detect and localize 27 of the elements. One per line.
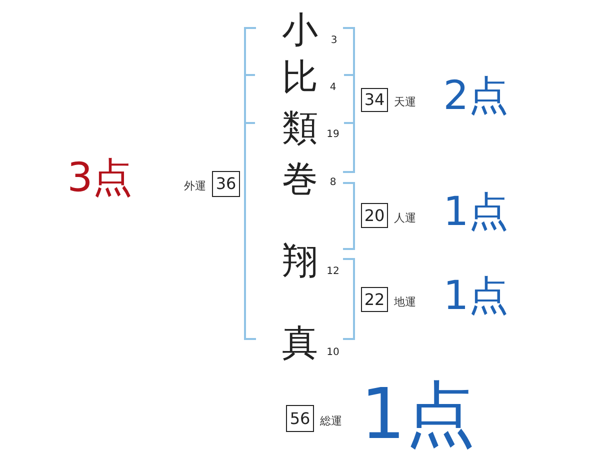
score-text: 1点: [443, 192, 509, 232]
stroke-count: 12: [326, 267, 340, 277]
name-character: 比: [282, 60, 318, 96]
stroke-count: 19: [326, 130, 340, 140]
name-character: 巻: [282, 162, 318, 198]
score-text: 2点: [443, 76, 509, 116]
stroke-count: 4: [330, 83, 336, 93]
score-text: 1点: [443, 276, 509, 316]
fortune-label: 外運: [184, 180, 206, 192]
number-box: 36: [212, 171, 240, 197]
stroke-count: 3: [330, 36, 338, 46]
name-character: 真: [282, 326, 318, 362]
fortune-label: 天運: [394, 96, 416, 108]
fortune-label: 地運: [394, 296, 416, 308]
number-box: 22: [361, 287, 388, 312]
name-character: 類: [282, 111, 318, 147]
name-character: 翔: [282, 244, 318, 280]
stroke-count: 8: [330, 178, 336, 188]
fortune-label: 人運: [394, 212, 416, 224]
stroke-count: 10: [326, 348, 340, 358]
name-character: 小: [282, 13, 318, 49]
fortune-label: 総運: [320, 416, 342, 426]
score-text: 1点: [360, 379, 476, 449]
number-box: 56: [286, 405, 314, 432]
score-text: 3点: [67, 158, 133, 198]
number-box: 34: [361, 88, 388, 112]
number-box: 20: [361, 203, 388, 228]
